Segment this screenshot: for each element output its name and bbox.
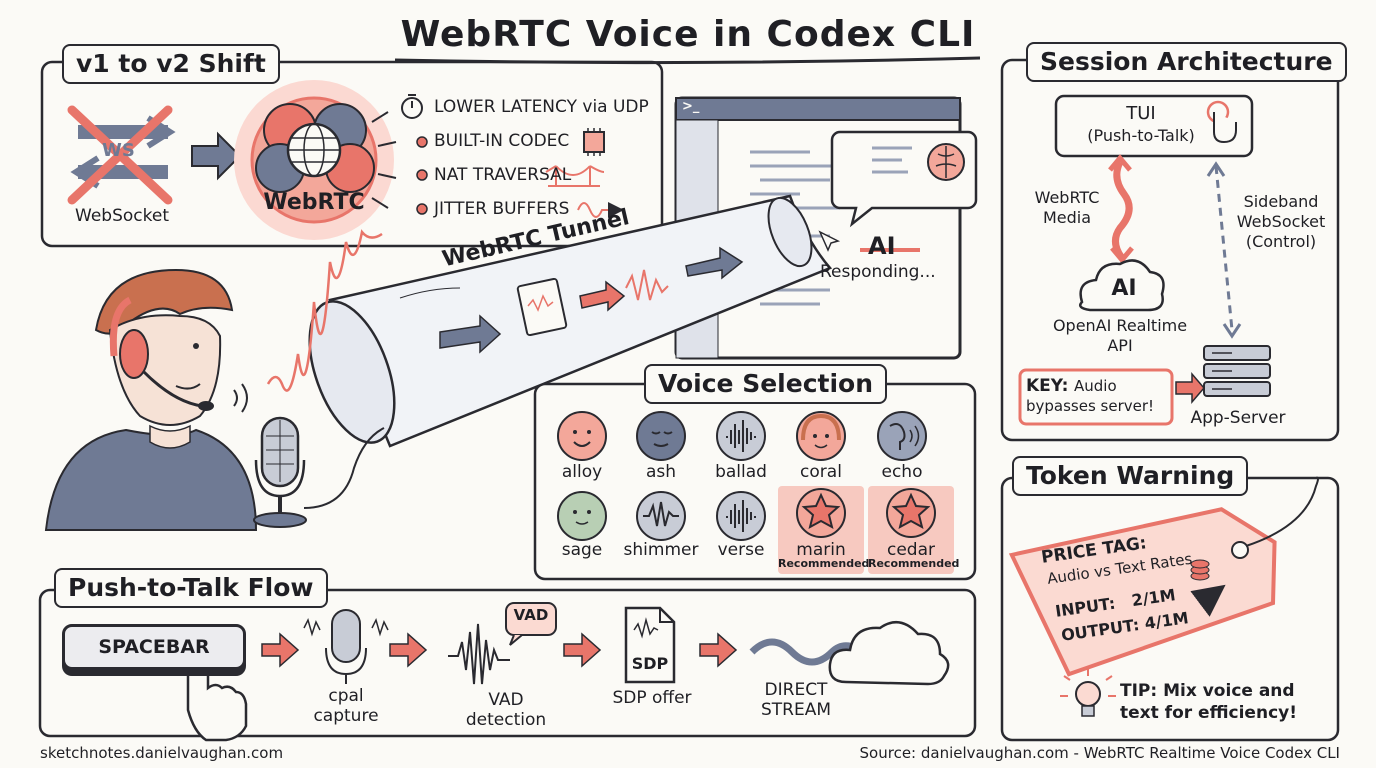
- footer-site[interactable]: sketchnotes.danielvaughan.com: [40, 744, 284, 762]
- sdp-document-icon: [624, 606, 676, 684]
- ai-cloud-text: AI: [1111, 276, 1137, 301]
- webrtc-logo-icon: [234, 80, 394, 240]
- key-text: Audio bypasses server!: [1026, 377, 1155, 415]
- feature-latency: LOWER LATENCY via UDP: [434, 97, 649, 117]
- logo-rays: [371, 111, 397, 209]
- stopwatch-icon: [401, 94, 423, 119]
- server-stack-icon: [1203, 345, 1271, 397]
- websocket-icon-text: WS: [102, 140, 135, 161]
- footer-source[interactable]: Source: danielvaughan.com - WebRTC Realt…: [859, 744, 1340, 762]
- vad-wave-icon: [448, 623, 510, 685]
- lightbulb-icon: [1060, 668, 1116, 717]
- voice-shimmer[interactable]: shimmer: [623, 540, 699, 560]
- sideband-label: Sideband WebSocket (Control): [1236, 192, 1326, 251]
- voice-ash[interactable]: ash: [645, 462, 677, 482]
- terminal-prompt: >_: [682, 99, 700, 114]
- step-cpal: cpal capture: [313, 686, 379, 726]
- step-direct: DIRECT STREAM: [760, 680, 832, 720]
- spacebar-key[interactable]: SPACEBAR: [62, 624, 246, 670]
- voice-coral[interactable]: coral: [800, 462, 842, 482]
- voice-verse[interactable]: verse: [717, 540, 765, 560]
- cedar-recommended-badge: Recommended: [868, 557, 960, 570]
- voice-ballad[interactable]: ballad: [715, 462, 767, 482]
- architecture-heading: Session Architecture: [1026, 42, 1347, 82]
- voice-sage[interactable]: sage: [561, 540, 603, 560]
- ptt-frame: [38, 588, 977, 738]
- server-label: App-Server: [1190, 408, 1286, 428]
- price-tag-icon: [1008, 476, 1319, 677]
- shift-arrow-icon: [191, 131, 242, 181]
- jitter-wave-icon: [577, 202, 624, 218]
- chip-icon: [583, 128, 605, 156]
- tip-text: TIP: Mix voice and text for efficiency!: [1120, 681, 1297, 723]
- bullet-icon: [416, 203, 428, 215]
- shift-frame: [40, 60, 664, 248]
- voice-cedar[interactable]: cedar: [886, 540, 935, 560]
- websocket-crossed-icon: [67, 105, 176, 205]
- ai-title: AI: [868, 232, 896, 260]
- voice-marin[interactable]: marin: [796, 540, 846, 560]
- page-title: WebRTC Voice in Codex CLI: [400, 14, 976, 55]
- ptt-heading: Push-to-Talk Flow: [54, 568, 328, 608]
- websocket-label: WebSocket: [75, 206, 169, 226]
- ptt-microphone-icon: [303, 609, 389, 684]
- shift-heading: v1 to v2 Shift: [62, 44, 280, 84]
- vad-badge: [505, 602, 557, 636]
- code-speech-bubble: [830, 130, 978, 228]
- bullet-icon: [416, 136, 428, 148]
- voice-wave: [266, 229, 383, 392]
- webrtc-tunnel: [308, 194, 833, 448]
- microphone-icon: [253, 416, 385, 528]
- speaker-person-illustration: [44, 268, 258, 531]
- feature-codec: BUILT-IN CODEC: [434, 131, 570, 151]
- voice-heading: Voice Selection: [644, 364, 888, 404]
- cloud-icon: [828, 621, 950, 686]
- ai-status: Responding...: [820, 262, 936, 282]
- step-vad: VAD detection: [465, 690, 547, 730]
- key-note: KEY: Audio bypasses server!: [1026, 376, 1168, 416]
- tui-sublabel: (Push-to-Talk): [1087, 126, 1195, 145]
- marin-recommended-badge: Recommended: [778, 557, 870, 570]
- vad-badge-text: VAD: [513, 606, 549, 624]
- voice-alloy[interactable]: alloy: [561, 462, 603, 482]
- voice-echo[interactable]: echo: [881, 462, 923, 482]
- flow-arrows: [261, 632, 738, 668]
- tui-label: TUI: [1126, 103, 1156, 124]
- media-label: WebRTC Media: [1034, 188, 1100, 227]
- step-sdp: SDP offer: [612, 688, 692, 708]
- key-prefix: KEY:: [1026, 376, 1069, 396]
- sdp-doc-text: SDP: [631, 654, 669, 673]
- webrtc-label: WebRTC: [263, 190, 365, 215]
- token-heading: Token Warning: [1012, 456, 1249, 496]
- api-label: OpenAI Realtime API: [1052, 316, 1188, 355]
- bullet-icon: [416, 169, 428, 181]
- bridge-icon: [545, 165, 605, 187]
- architecture-diagram: [1018, 94, 1271, 426]
- stream-arrow-icon: [749, 638, 858, 666]
- voice-icons: [557, 411, 954, 574]
- feature-nat: NAT TRAVERSAL: [434, 165, 572, 185]
- feature-jitter: JITTER BUFFERS: [434, 199, 570, 219]
